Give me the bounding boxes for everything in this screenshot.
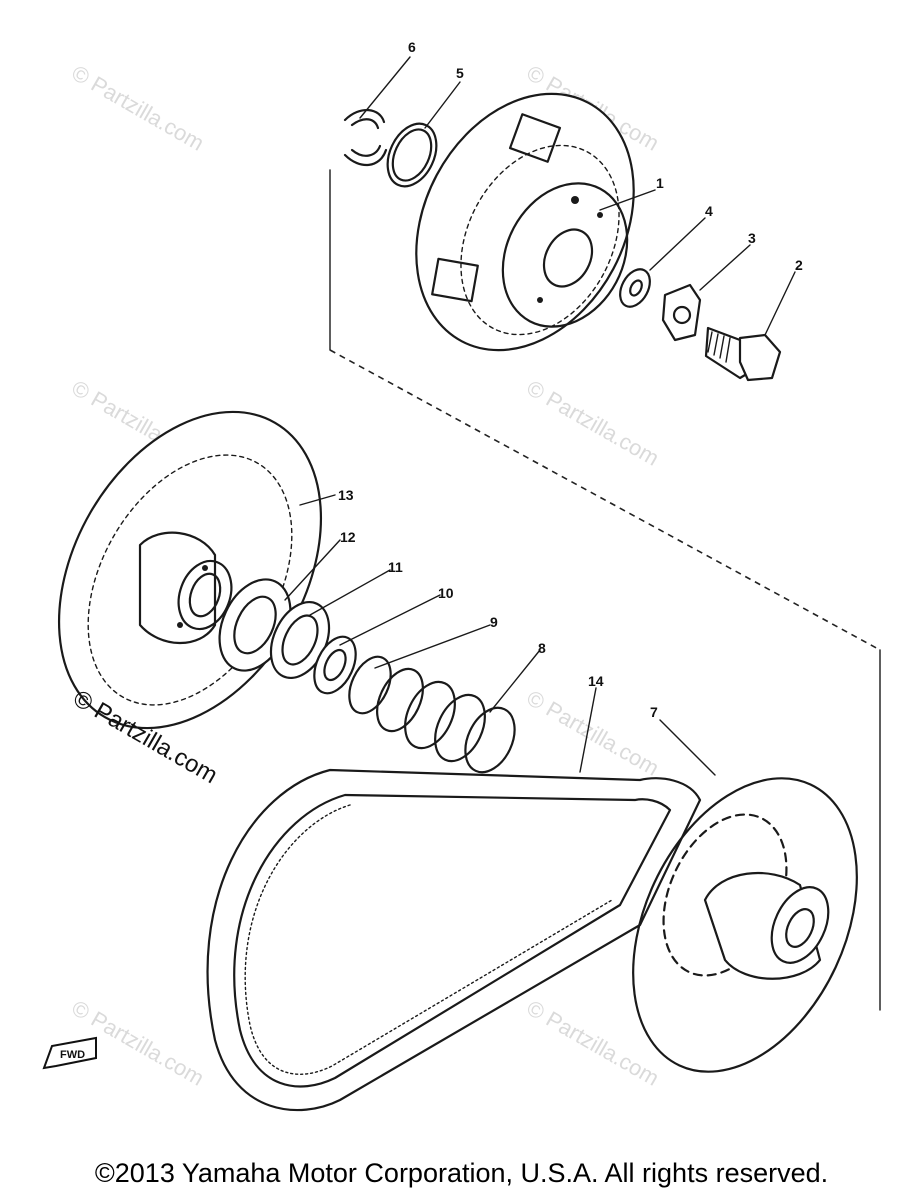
callout-13: 13	[338, 487, 354, 503]
leader-line	[699, 244, 751, 291]
callout-1: 1	[656, 175, 664, 191]
leader-line	[599, 189, 656, 211]
leader-line	[284, 539, 341, 601]
seal	[269, 601, 331, 679]
lock-washer	[661, 283, 702, 342]
callout-14: 14	[588, 673, 604, 689]
leader-line	[579, 687, 597, 773]
front-label: FWD	[60, 1049, 85, 1061]
assembly-boundary	[329, 349, 881, 651]
callout-9: 9	[490, 614, 498, 630]
bolt	[704, 326, 782, 382]
leader-line	[489, 649, 541, 713]
leader-line	[374, 624, 491, 669]
circlip	[343, 109, 388, 166]
callout-11: 11	[388, 559, 403, 575]
callout-5: 5	[456, 65, 464, 81]
secondary-sheave	[632, 777, 858, 1073]
leader-line	[424, 81, 461, 129]
callout-7: 7	[650, 704, 658, 720]
leader-line	[659, 719, 716, 776]
callout-2: 2	[795, 257, 803, 273]
spacer	[313, 635, 357, 695]
snap-ring	[386, 122, 438, 188]
washer	[619, 268, 651, 308]
leader-line	[299, 494, 336, 506]
leader-line	[764, 271, 796, 336]
callout-8: 8	[538, 640, 546, 656]
leader-line	[309, 569, 391, 616]
callout-3: 3	[748, 230, 756, 246]
copyright-footer: ©2013 Yamaha Motor Corporation, U.S.A. A…	[94, 1158, 829, 1188]
front-arrow-icon: FWD	[42, 1036, 97, 1070]
drive-belt	[206, 768, 702, 1112]
primary-fixed-sheave	[415, 92, 635, 352]
leader-line	[339, 594, 441, 646]
primary-sliding-sheave	[57, 410, 323, 730]
callout-10: 10	[438, 585, 454, 601]
callout-4: 4	[705, 203, 713, 219]
leader-line	[649, 217, 706, 271]
spring	[348, 655, 516, 774]
callout-6: 6	[408, 39, 416, 55]
leader-line	[359, 56, 411, 119]
callout-12: 12	[340, 529, 356, 545]
